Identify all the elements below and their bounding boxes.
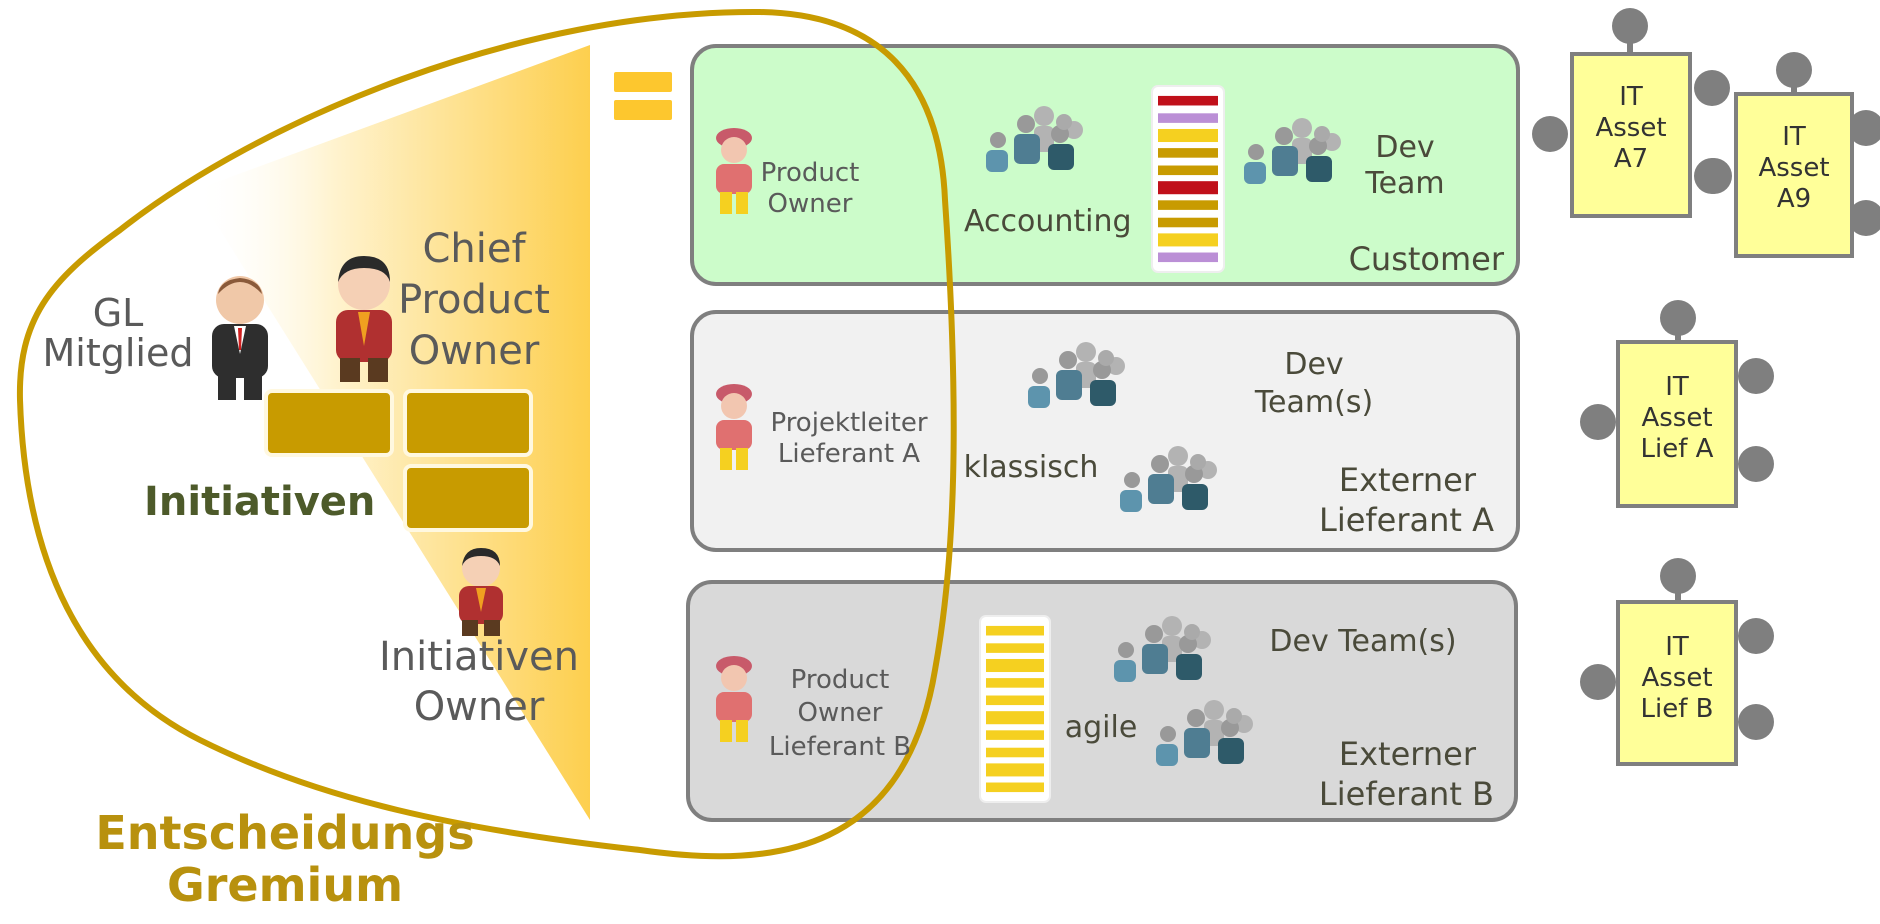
customer-backlog-item [1158,252,1218,263]
gl-label-line1: GL [92,291,144,335]
customer-backlog-item [1158,233,1218,247]
lieferant-a-box [690,310,1520,552]
lief-a-name-line2: Lieferant A [1318,501,1494,539]
asset-lief-a-line2: Asset [1641,403,1713,434]
customer-backlog-item [1158,113,1218,123]
asset-a7-line2: Asset [1595,113,1667,144]
lief-b-po-line1: Product [790,665,890,695]
lief-a-dev-line1: Dev [1284,347,1344,382]
gl-mitglied-label: GL Mitglied [38,291,198,375]
gremium-title: Entscheidungs Gremium [90,806,480,912]
projektleiter-line2: Lieferant A [777,439,921,470]
lief-b-backlog-item [986,658,1044,673]
it-asset-lief-b-label: IT Asset Lief B [1618,632,1736,726]
lief-b-backlog-item [986,625,1044,636]
cpo-label-line2: Product [398,277,550,324]
lief-a-name: Externer Lieferant A [1304,460,1494,540]
gremium-title-line1: Entscheidungs [95,806,475,860]
asset-a7-line1: IT [1619,82,1643,112]
initiativen-label: Initiativen [144,479,376,525]
customer-name: Customer [1348,240,1504,278]
it-asset-lief-a-label: IT Asset Lief A [1618,372,1736,466]
lief-b-name-line2: Lieferant B [1318,775,1494,813]
chief-product-owner-figure [336,256,392,382]
asset-lief-b-line3: Lief B [1640,694,1714,725]
customer-backlog [1151,85,1225,273]
customer-backlog-item [1158,217,1218,228]
asset-a9-line3: A9 [1776,184,1812,215]
lief-b-backlog-item [986,747,1044,758]
lief-a-dev-team-label: Dev Team(s) [1246,346,1382,421]
lief-b-backlog-item [986,678,1044,688]
cpo-label-line3: Owner [408,328,540,375]
asset-a9-line1: IT [1782,122,1806,152]
io-label-line1: Initiativen [379,634,579,680]
asset-a9-line2: Asset [1758,153,1830,184]
chief-product-owner-label: Chief Product Owner [392,224,556,378]
asset-lief-a-line3: Lief A [1640,434,1714,465]
lief-b-po-line3: Lieferant B [768,731,912,762]
customer-backlog-item [1158,165,1218,176]
asset-lief-b-line1: IT [1665,632,1689,662]
customer-po-line2: Owner [767,189,853,220]
lief-a-dev-line2: Team(s) [1254,384,1374,420]
customer-backlog-item [1158,95,1218,106]
klassisch-label: klassisch [963,450,1099,485]
lief-b-dev-team-label: Dev Team(s) [1269,624,1457,659]
accounting-label: Accounting [964,204,1132,239]
gl-label-line2: Mitglied [42,330,194,375]
projektleiter-line1: Projektleiter [770,408,928,438]
io-label-line2: Owner [413,684,545,730]
equals-sign [614,72,672,120]
initiative-block-2 [403,389,533,457]
lief-b-backlog [979,615,1051,803]
agile-label: agile [1064,710,1138,745]
customer-backlog-item [1158,128,1218,143]
it-asset-a7-label: IT Asset A7 [1572,82,1690,176]
lief-b-product-owner-label: Product Owner Lieferant B [760,664,920,764]
lief-b-backlog-item [986,711,1044,725]
customer-backlog-item [1158,148,1218,158]
cpo-label-line1: Chief [422,226,526,272]
customer-dev-line2: Team [1365,166,1445,201]
it-asset-a9-label: IT Asset A9 [1736,122,1852,216]
asset-lief-b-line2: Asset [1641,663,1713,694]
customer-dev-team-label: Dev Team [1360,130,1450,202]
it-asset-lief-a [1580,300,1774,508]
initiative-block-3 [403,464,533,532]
lief-b-backlog-item [986,730,1044,740]
gremium-outline [16,8,957,860]
initiative-block-1 [264,389,394,457]
customer-backlog-item [1158,200,1218,210]
asset-a7-line3: A7 [1613,144,1649,175]
initiativen-owner-figure [459,548,503,636]
projektleiter-label: Projektleiter Lieferant A [766,408,932,470]
lief-b-name: Externer Lieferant B [1304,734,1494,814]
customer-dev-line1: Dev [1375,130,1435,165]
lief-b-backlog-item [986,763,1044,777]
gl-mitglied-figure [212,276,268,400]
asset-lief-a-line1: IT [1665,372,1689,402]
lieferant-b-box [686,580,1518,822]
lief-b-po-line2: Owner [797,698,883,729]
lief-b-backlog-item [986,643,1044,653]
lief-b-name-line1: Externer [1338,735,1476,773]
customer-po-line1: Product [760,158,860,188]
lief-a-name-line1: Externer [1338,461,1476,499]
customer-backlog-item [1158,181,1218,195]
it-asset-a9 [1696,52,1880,258]
lief-b-backlog-item [986,782,1044,793]
initiativen-owner-label: Initiativen Owner [374,632,584,732]
it-asset-lief-b [1580,558,1774,766]
customer-box [690,44,1520,286]
gremium-title-line2: Gremium [166,857,404,912]
lief-b-backlog-item [986,695,1044,706]
customer-product-owner-label: Product Owner [752,158,868,220]
